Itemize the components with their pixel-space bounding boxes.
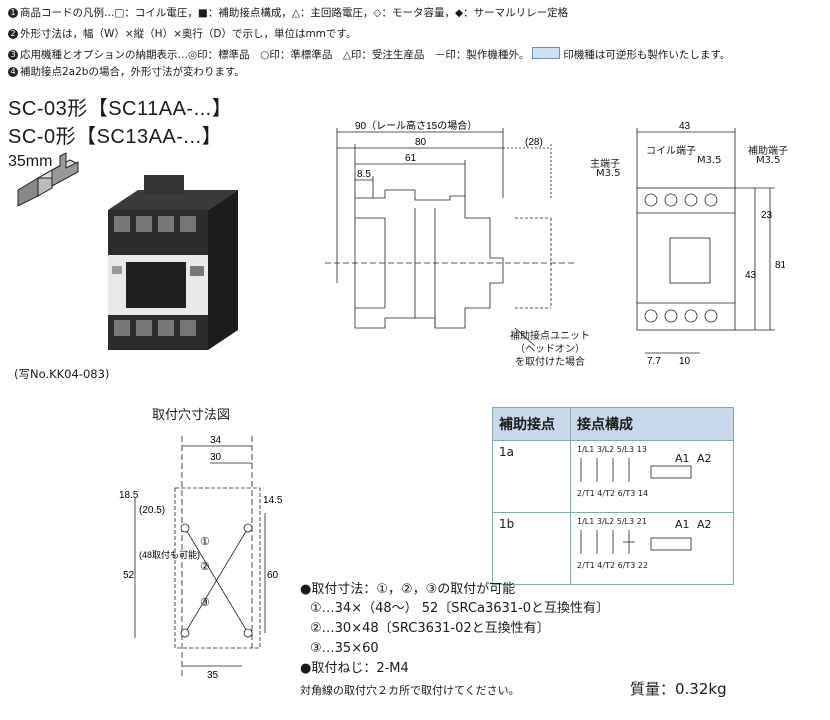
note-4-number: 4 — [8, 67, 18, 77]
table-header-aux: 補助接点 — [492, 407, 571, 441]
model-title-1: SC-03形【SC11AA-...】 — [8, 98, 233, 120]
coil-terminal-screw: M3.5 — [697, 155, 722, 166]
dim-28: (28) — [525, 137, 543, 148]
dim-8-5: 8.5 — [357, 169, 371, 180]
note-2-number: 2 — [8, 29, 18, 39]
dim-43-top: 43 — [679, 121, 691, 132]
main-terminal-screw: M3.5 — [596, 168, 621, 179]
bottom-labels-1b: 2/T1 4/T2 6/T3 22 — [577, 561, 649, 570]
marker-2: ② — [200, 561, 210, 573]
din-rail-icon — [8, 148, 88, 208]
note-4-text: 補助接点2a2bの場合，外形寸法が変わります。 — [20, 66, 245, 78]
mounting-hole-drawing: 34 30 18.5 (20.5) 14.5 52 (48取付も可能) 60 3… — [115, 428, 295, 688]
coil-a1-label-1b: A1 — [675, 518, 690, 531]
reversible-legend-swatch — [532, 47, 561, 59]
dim-35: 35 — [207, 670, 219, 681]
dim-43-vertical: 43 — [745, 270, 757, 281]
aux-unit-label: 補助接点ユニット （ヘッドオン） を取付けた場合 — [510, 331, 590, 368]
photo-caption: (写No.KK04-083) — [14, 367, 110, 381]
aux-terminal-label: 補助端子 — [748, 146, 788, 157]
mount-title: 取付穴寸法図 — [152, 408, 231, 423]
marker-1: ① — [200, 536, 210, 548]
dim-90: 90（レール高さ15の場合） — [355, 119, 477, 132]
spec-weight: 質量：0.32kg — [630, 680, 727, 698]
spec-mount-1: ①…34×（48～） 52〔SRCa3631-0と互換性有〕 — [310, 601, 610, 616]
coil-terminal-label: コイル端子 — [646, 146, 696, 157]
main-terminal-label: 主端子 — [590, 159, 620, 170]
note-3-number: 3 — [8, 50, 18, 60]
dim-10: 10 — [679, 356, 691, 367]
dim-34: 34 — [210, 435, 222, 446]
note-1-number: 1 — [8, 8, 18, 18]
coil-a1-label-1a: A1 — [675, 452, 690, 465]
note-3-text: 応用機種とオプションの納期表示…◎印：標準品 ○印：準標準品 △印：受注生産品 … — [20, 49, 530, 61]
dim-61: 61 — [405, 153, 417, 164]
marker-3: ③ — [200, 597, 210, 609]
dim-20-5: (20.5) — [139, 505, 165, 516]
table-row-1a-label: 1a — [492, 440, 571, 513]
rail-size-label: 35mm — [8, 153, 53, 170]
dim-30: 30 — [210, 452, 222, 463]
top-labels-1a: 1/L1 3/L2 5/L3 13 — [577, 445, 647, 454]
dim-52: 52 — [123, 570, 135, 581]
dim-60: 60 — [267, 570, 279, 581]
model-title-2: SC-0形【SC13AA-...】 — [8, 126, 223, 148]
table-header-config: 接点構成 — [570, 407, 734, 441]
dim-7-7: 7.7 — [647, 356, 661, 367]
coil-a2-label-1a: A2 — [697, 452, 712, 465]
note-1-text: 商品コードの凡例…□：コイル電圧，■：補助接点構成，△：主回路電圧，◇：モータ容… — [20, 7, 569, 19]
spec-mount-3: ③…35×60 — [310, 641, 379, 656]
dim-14-5: 14.5 — [263, 495, 283, 506]
dim-80: 80 — [415, 137, 427, 148]
top-labels-1b: 1/L1 3/L2 5/L3 21 — [577, 517, 647, 526]
table-row-1a-diagram: 1/L1 3/L2 5/L3 13 2/T1 4/T2 6/T3 14 — [570, 440, 734, 513]
dim-18-5: 18.5 — [119, 490, 139, 501]
spec-mount-title: ●取付寸法：①，②，③の取付が可能 — [300, 582, 516, 597]
front-view-drawing: 43 23 43 81 7.7 10 — [585, 118, 787, 368]
note-3-tail: 印機種は可逆形も製作いたします。 — [563, 49, 731, 61]
dim-48-option: (48取付も可能) — [139, 549, 200, 560]
dim-23: 23 — [761, 210, 773, 221]
table-row-1b-diagram: 1/L1 3/L2 5/L3 21 2/T1 4/T2 6/T3 22 — [570, 512, 734, 585]
spec-note: 対角線の取付穴２カ所で取付けてください。 — [300, 684, 520, 697]
aux-terminal-screw: M3.5 — [756, 155, 781, 166]
dim-81: 81 — [775, 260, 785, 271]
bottom-labels-1a: 2/T1 4/T2 6/T3 14 — [577, 489, 649, 498]
table-row-1b-label: 1b — [492, 512, 571, 585]
spec-mount-2: ②…30×48〔SRC3631-02と互換性有〕 — [310, 621, 550, 636]
spec-screw: ●取付ねじ：2-M4 — [300, 661, 409, 676]
side-view-drawing: 90（レール高さ15の場合） 80 (28) 61 8.5 — [325, 118, 585, 378]
note-2-text: 外形寸法は，幅（W）×縦（H）×奥行（D）で示し，単位はmmです。 — [20, 28, 357, 40]
product-photo — [98, 170, 248, 360]
coil-a2-label-1b: A2 — [697, 518, 712, 531]
aux-contact-table: 補助接点 接点構成 1a 1/L1 3/L2 5/L3 13 2/T1 4/T2… — [492, 407, 734, 585]
